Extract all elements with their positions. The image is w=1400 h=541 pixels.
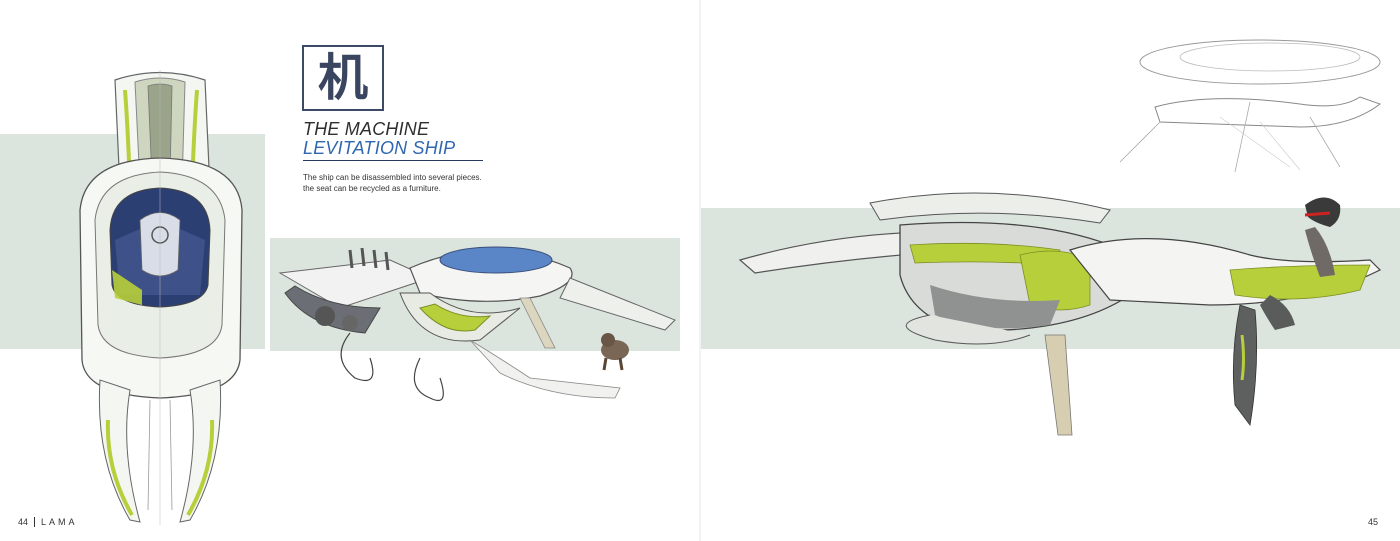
title-rule [303,160,483,161]
page-number-right: 45 [1368,517,1379,527]
section-subtitle: LEVITATION SHIP [303,138,456,158]
kanji-character: 机 [318,49,368,107]
kanji-title-box: 机 [302,45,384,111]
body-copy: The ship can be disassembled into severa… [303,172,533,194]
page-gutter [699,0,701,541]
ship-top-view-sketch [79,70,243,525]
body-line: the seat can be recycled as a furniture. [303,184,441,193]
page-number-left: 44 [18,517,29,527]
section-title: THE MACHINE [303,119,430,139]
ship-disassembled-illustration [270,238,680,402]
ship-rendered-illustration [738,192,1382,436]
magazine-name: LAMA [41,517,78,527]
folio-left: 44 LAMA [18,517,78,527]
body-line: The ship can be disassembled into severa… [303,173,482,182]
folio-divider [34,517,36,527]
ship-pencil-sketch [1119,39,1382,172]
